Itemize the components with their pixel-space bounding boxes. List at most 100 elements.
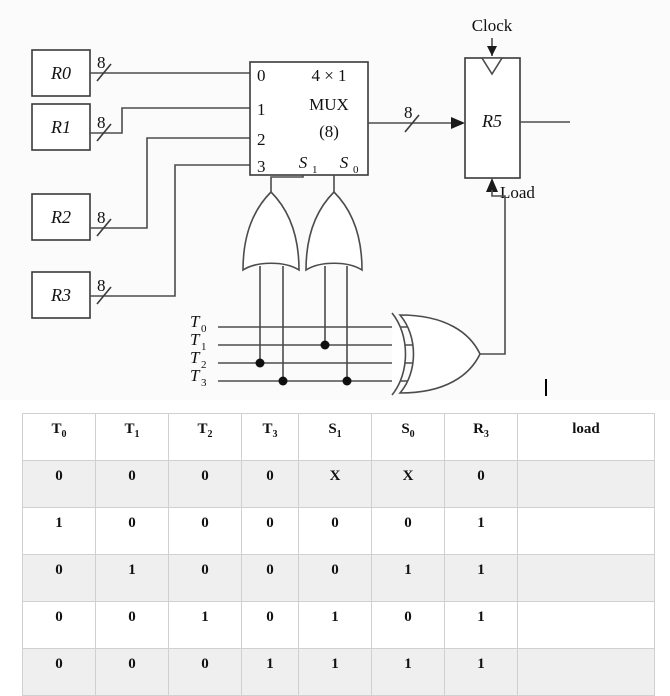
cell-s0: 0 — [371, 507, 445, 555]
mux-width-label: (8) — [319, 122, 339, 141]
signal-subscript-t2: 2 — [201, 359, 207, 371]
cell-r3: 1 — [444, 601, 518, 649]
load-label: Load — [500, 183, 535, 202]
junction-dot-t3-s1 — [278, 376, 288, 386]
cell-t3: 0 — [241, 460, 299, 508]
register-box-r5 — [464, 57, 521, 179]
mux-type-label: 4 × 1 — [311, 66, 346, 85]
column-header-s0: S0 — [371, 413, 445, 461]
cell-s1: 1 — [298, 648, 372, 696]
clock-label: Clock — [472, 16, 513, 35]
bus-width-label-r1: 8 — [97, 113, 106, 132]
truth-table-header-row: T0 T1 T2 T3 S1 S0 R3 — [22, 413, 655, 461]
cell-t3: 0 — [241, 507, 299, 555]
cell-s0: X — [371, 460, 445, 508]
cell-t2: 0 — [168, 507, 242, 555]
bus-wire-r3 — [90, 164, 250, 297]
column-header-s1: S1 — [298, 413, 372, 461]
cell-r3: 1 — [444, 554, 518, 602]
or-gate-s0 — [305, 190, 363, 272]
s1-select-wire — [270, 175, 304, 192]
register-label-r0: R0 — [50, 63, 71, 83]
signal-subscript-t0: 0 — [201, 323, 207, 335]
register-label-r5: R5 — [481, 111, 502, 131]
cell-load — [517, 648, 655, 696]
cell-t3: 0 — [241, 601, 299, 649]
signal-subscript-t3: 3 — [201, 377, 207, 389]
truth-table: T0 T1 T2 T3 S1 S0 R3 — [22, 413, 655, 696]
column-header-t3-text: T — [262, 421, 273, 437]
table-row: 0 0 1 0 1 0 1 — [22, 601, 655, 649]
cell-s0: 1 — [371, 554, 445, 602]
cell-load — [517, 554, 655, 602]
column-header-s1-text: S — [328, 421, 337, 437]
text-caret — [545, 379, 547, 396]
mux-output-bus-width-label: 8 — [404, 103, 413, 122]
column-header-t2-sub: 2 — [207, 429, 213, 440]
mux-select-s1-label: S — [299, 153, 308, 172]
mux-select-s0-subscript: 0 — [353, 164, 359, 176]
mux-input-label-0: 0 — [257, 66, 266, 85]
cell-s1: 1 — [298, 601, 372, 649]
column-header-t0-text: T — [51, 421, 62, 437]
cell-t2: 0 — [168, 648, 242, 696]
cell-t2: 1 — [168, 601, 242, 649]
cell-t0: 1 — [22, 507, 96, 555]
mux-name-label: MUX — [309, 95, 349, 114]
table-row: 0 1 0 0 0 1 1 — [22, 554, 655, 602]
column-header-t0: T0 — [22, 413, 96, 461]
cell-t2: 0 — [168, 554, 242, 602]
register-label-r1: R1 — [50, 117, 71, 137]
or-gate-s1 — [242, 190, 300, 272]
column-header-load: load — [517, 413, 655, 461]
cell-t3: 0 — [241, 554, 299, 602]
column-header-t2-text: T — [197, 421, 208, 437]
signal-label-t2: T — [190, 348, 201, 367]
cell-t0: 0 — [22, 554, 96, 602]
cell-s0: 0 — [371, 601, 445, 649]
signal-label-t1: T — [190, 330, 201, 349]
or-gate-load-input-arc — [391, 312, 407, 396]
table-row: 1 0 0 0 0 0 1 — [22, 507, 655, 555]
load-output-wire — [480, 190, 506, 355]
mux-select-s0-label: S — [340, 153, 349, 172]
mux-input-label-3: 3 — [257, 157, 266, 176]
circuit-diagram: R0 R1 R2 R3 8 8 8 8 0 1 2 3 4 × 1 MUX (8… — [31, 16, 570, 396]
bus-width-label-r2: 8 — [97, 208, 106, 227]
signal-subscript-t1: 1 — [201, 341, 207, 353]
truth-table-body: 0 0 0 0 X X 0 1 0 0 0 0 0 1 0 1 — [22, 460, 655, 696]
register-box-r0 — [31, 49, 91, 97]
junction-dot-t3-s0 — [342, 376, 352, 386]
cell-s0: 1 — [371, 648, 445, 696]
column-header-t3-sub: 3 — [272, 429, 278, 440]
cell-t0: 0 — [22, 648, 96, 696]
bus-width-label-r0: 8 — [97, 53, 106, 72]
column-header-load-text: load — [572, 421, 600, 437]
bus-wire-r1 — [90, 107, 250, 134]
circuit-diagram-svg: R0 R1 R2 R3 8 8 8 8 0 1 2 3 4 × 1 MUX (8… — [31, 16, 570, 396]
cell-t1: 0 — [95, 648, 169, 696]
cell-r3: 1 — [444, 648, 518, 696]
column-header-t1-sub: 1 — [134, 429, 140, 440]
column-header-r3-text: R — [473, 421, 484, 437]
bus-slash-r0 — [96, 63, 112, 82]
column-header-t1: T1 — [95, 413, 169, 461]
mux-box — [249, 61, 369, 176]
cell-load — [517, 460, 655, 508]
signal-label-t0: T — [190, 312, 201, 331]
column-header-r3-sub: 3 — [483, 429, 489, 440]
cell-t0: 0 — [22, 601, 96, 649]
cell-s1: 0 — [298, 554, 372, 602]
mux-output-arrow-icon — [451, 117, 465, 129]
cell-load — [517, 601, 655, 649]
register-box-r2 — [31, 193, 91, 241]
bus-slash-r1 — [96, 123, 112, 142]
load-arrow-icon — [486, 178, 498, 192]
column-header-s0-text: S — [401, 421, 410, 437]
column-header-r3: R3 — [444, 413, 518, 461]
cell-t1: 0 — [95, 460, 169, 508]
register-label-r2: R2 — [50, 207, 71, 227]
column-header-s0-sub: 0 — [409, 429, 415, 440]
column-header-t0-sub: 0 — [61, 429, 67, 440]
cell-s1: 0 — [298, 507, 372, 555]
